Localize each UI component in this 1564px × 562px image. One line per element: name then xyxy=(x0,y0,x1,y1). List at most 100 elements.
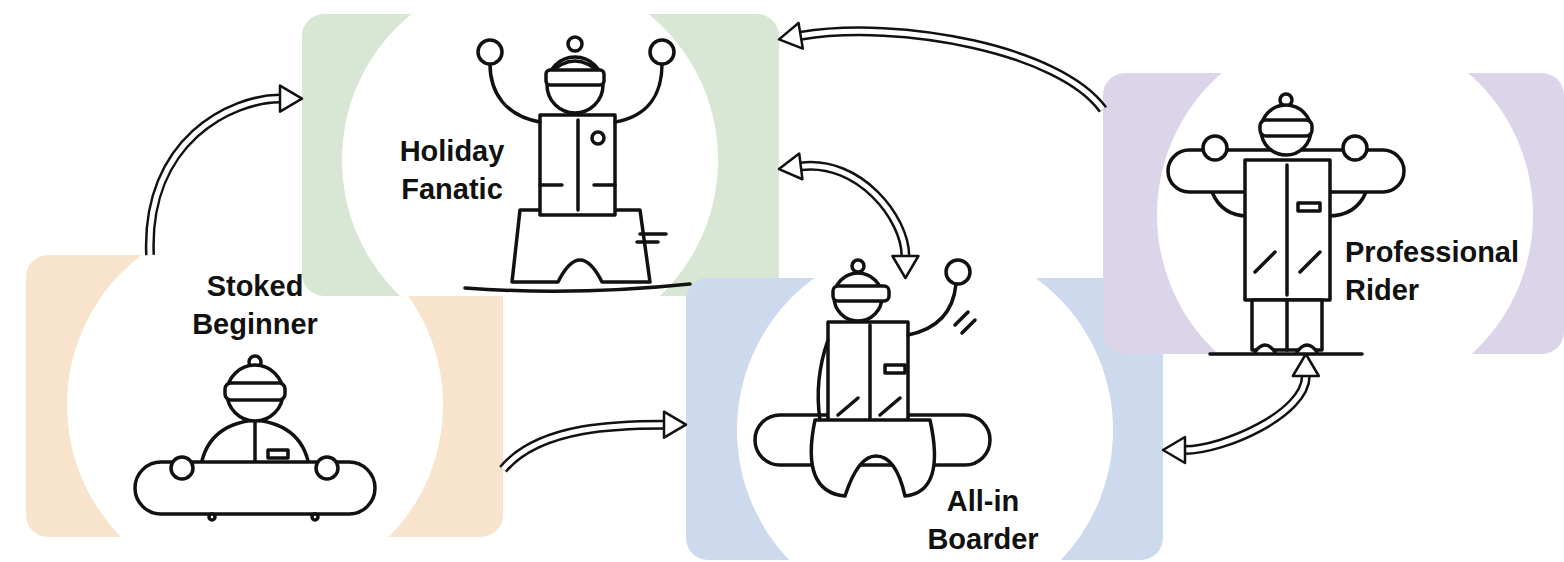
helmet-knob xyxy=(249,356,261,368)
arrow-shaft-fill xyxy=(1185,376,1306,450)
jacket xyxy=(1245,160,1330,300)
panel-circle xyxy=(342,14,718,296)
helmet-knob xyxy=(852,260,864,272)
legs xyxy=(811,420,934,496)
persona-name: Professional Rider xyxy=(1345,233,1560,309)
hand xyxy=(478,40,502,64)
arrow-shaft-fill xyxy=(801,166,906,256)
snowboard xyxy=(465,284,690,291)
head xyxy=(547,57,603,113)
hand xyxy=(171,457,193,479)
snowboard xyxy=(1168,150,1404,192)
zipper xyxy=(1285,165,1289,295)
arrow-shaft-fill xyxy=(503,425,664,470)
helmet-knob xyxy=(1280,94,1292,106)
leg-line xyxy=(1285,300,1289,350)
arrow-head xyxy=(664,412,686,438)
arrow-shaft-outline xyxy=(1185,376,1306,450)
jacket-line xyxy=(880,398,900,415)
arrow-shaft-outline xyxy=(801,166,906,256)
hand xyxy=(946,260,970,284)
pocket xyxy=(592,132,604,144)
hand xyxy=(1343,136,1367,160)
persona-panel: All-in Boarder xyxy=(686,278,1163,560)
arrow-head xyxy=(280,86,302,112)
panel-circle xyxy=(1157,73,1533,354)
persona-panel: Professional Rider xyxy=(1103,73,1564,354)
snowboard xyxy=(755,415,990,465)
panel-circle-layer xyxy=(1103,73,1564,354)
motion-line xyxy=(955,312,968,325)
belt-line xyxy=(594,183,615,187)
goggles xyxy=(546,70,604,85)
snowboarder-figure xyxy=(755,260,990,496)
arrow-shaft-fill xyxy=(801,31,1103,109)
arrow-head xyxy=(779,23,803,49)
arrow-head xyxy=(1163,437,1185,463)
snowboarder-figure xyxy=(1168,94,1404,354)
panel-circle xyxy=(67,255,443,537)
snowboard xyxy=(135,462,375,514)
hand xyxy=(1203,136,1227,160)
belt-line xyxy=(540,183,562,187)
persona-name: All-in Boarder xyxy=(908,482,1058,558)
head xyxy=(834,273,882,321)
zipper xyxy=(868,325,872,425)
snow-line xyxy=(637,240,658,244)
hand-drawn-arrow xyxy=(1163,354,1319,463)
goggles xyxy=(833,286,889,301)
arm xyxy=(490,64,540,122)
hand xyxy=(650,40,674,64)
persona-panel: Holiday Fanatic xyxy=(302,14,779,296)
panel-circle-layer xyxy=(686,278,1163,560)
head xyxy=(1261,105,1311,155)
arm xyxy=(1328,192,1366,216)
panel-circle xyxy=(737,278,1113,560)
arrow-shaft-outline xyxy=(503,425,664,470)
panel-background xyxy=(1103,73,1564,354)
arm xyxy=(615,64,662,122)
arrow-shaft-fill xyxy=(150,99,280,255)
jacket-line xyxy=(1255,252,1275,272)
ground-line xyxy=(1210,352,1362,356)
zipper xyxy=(576,120,580,210)
head xyxy=(227,365,283,421)
hand xyxy=(316,457,338,479)
arrow-shaft-outline xyxy=(801,31,1103,109)
arm xyxy=(1212,192,1248,216)
goggles xyxy=(225,383,285,400)
panel-background xyxy=(302,14,779,296)
pocket xyxy=(268,450,288,458)
arm xyxy=(818,340,828,420)
boot xyxy=(1255,345,1275,352)
hand-drawn-arrow xyxy=(779,23,1103,110)
binding-dot xyxy=(209,514,215,520)
panel-circle-layer xyxy=(302,14,779,296)
persona-panel: Stoked Beginner xyxy=(26,255,503,537)
persona-name: Holiday Fanatic xyxy=(372,132,532,208)
pocket xyxy=(885,365,905,373)
hand-drawn-arrow xyxy=(150,86,302,255)
arrow-shaft-outline xyxy=(150,99,280,255)
arm xyxy=(908,284,956,335)
panel-background xyxy=(686,278,1163,560)
persona-name: Stoked Beginner xyxy=(175,267,335,343)
hand-drawn-arrow xyxy=(503,412,686,470)
zipper xyxy=(253,422,257,470)
pants xyxy=(512,210,650,282)
arrow-head xyxy=(1293,354,1319,376)
jacket xyxy=(828,322,908,427)
jacket-line xyxy=(1300,252,1320,272)
pocket xyxy=(1298,203,1320,211)
legs xyxy=(1252,300,1322,350)
motion-line xyxy=(962,320,975,333)
jacket-line xyxy=(838,398,858,415)
arrow-head xyxy=(779,153,802,179)
helmet xyxy=(549,61,601,74)
hand-drawn-arrow xyxy=(779,153,918,278)
binding-dot xyxy=(312,514,318,520)
jacket xyxy=(540,115,615,215)
goggles xyxy=(1260,120,1312,136)
boot xyxy=(1297,345,1317,352)
arrow-head xyxy=(892,256,918,278)
